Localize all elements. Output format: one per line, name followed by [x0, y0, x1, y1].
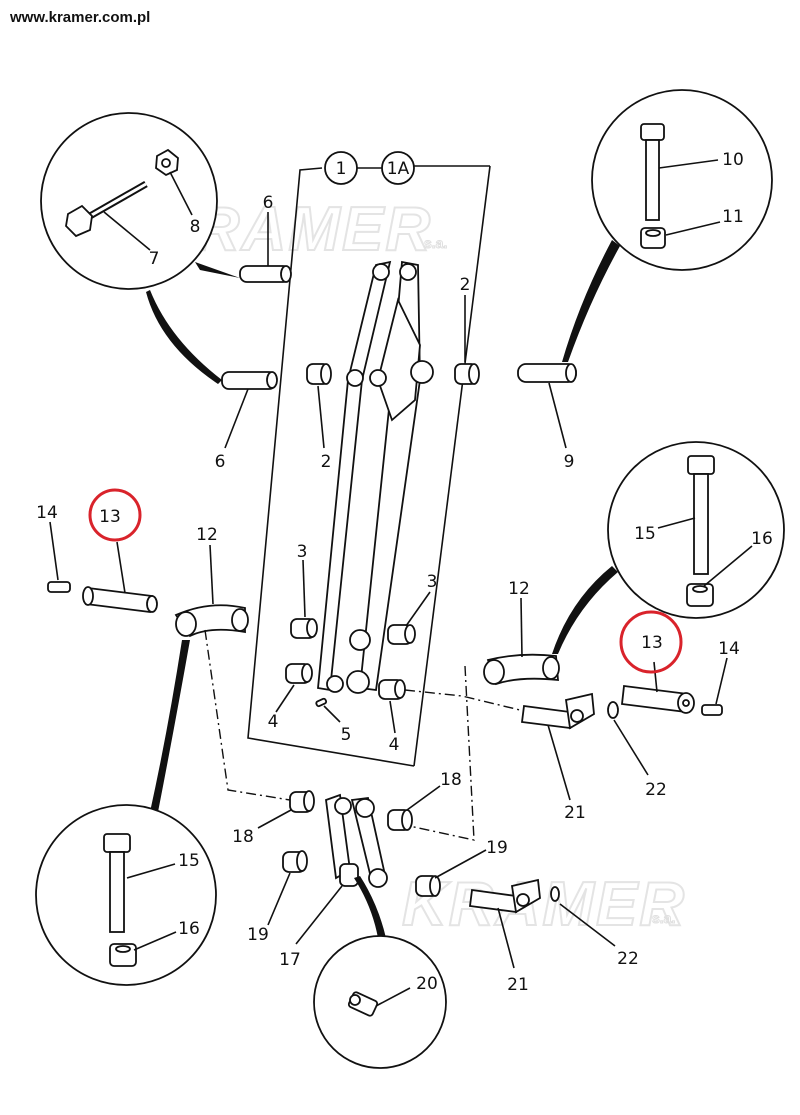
lens-pointer — [552, 566, 618, 654]
grease-nipple-20[interactable] — [347, 991, 379, 1017]
watermark-bottom: KRAMER — [402, 870, 686, 939]
washer-22-bottom[interactable] — [550, 886, 560, 902]
pin-6-top[interactable] — [239, 265, 292, 283]
label-4-left: 4 — [268, 712, 279, 732]
bushing-18-right[interactable] — [387, 809, 413, 831]
svg-text:1A: 1A — [387, 159, 410, 179]
pin-21-bottom[interactable] — [468, 878, 541, 914]
watermark-bottom-suffix: s.a. — [652, 910, 675, 926]
bushing-2-left[interactable] — [306, 363, 332, 385]
bushing-4-right[interactable] — [378, 679, 406, 700]
label-12-left: 12 — [196, 525, 218, 545]
label-9: 9 — [564, 452, 575, 472]
label-2-top: 2 — [460, 275, 471, 295]
bushing-3-right[interactable] — [387, 624, 416, 645]
bushing-19-right[interactable] — [415, 875, 441, 897]
detail-lens-20 — [313, 935, 447, 1069]
label-14-right: 14 — [718, 639, 740, 659]
nut-11[interactable] — [640, 227, 666, 249]
nut-16-right[interactable] — [686, 583, 714, 607]
label-15-right: 15 — [634, 524, 656, 544]
label-22-bottom: 22 — [617, 949, 639, 969]
label-17: 17 — [279, 950, 301, 970]
lens-pointer — [562, 240, 620, 362]
highlight-circle-13-right — [619, 610, 683, 674]
site-url[interactable]: www.kramer.com.pl — [10, 9, 151, 26]
lens-pointer — [146, 290, 222, 384]
label-14-left: 14 — [36, 503, 58, 523]
label-19-right: 19 — [486, 838, 508, 858]
link-17[interactable] — [325, 793, 388, 888]
label-19-left: 19 — [247, 925, 269, 945]
pin-5[interactable] — [315, 697, 328, 708]
label-5: 5 — [341, 725, 352, 745]
nut-8[interactable] — [155, 148, 179, 177]
link-12-left[interactable] — [174, 604, 249, 638]
detail-lens-15-16-left — [35, 804, 217, 986]
grease-nipple-14-right[interactable] — [701, 704, 723, 716]
boom-arm — [317, 260, 434, 694]
label-21-right: 21 — [564, 803, 586, 823]
bushing-18-left[interactable] — [289, 790, 315, 813]
label-3-left: 3 — [297, 542, 308, 562]
detail-lens-10-11 — [591, 89, 773, 271]
lens-pointer — [150, 640, 190, 812]
bolt-15-left[interactable] — [103, 833, 131, 933]
label-15-left: 15 — [178, 851, 200, 871]
detail-lens-7-8 — [40, 112, 218, 290]
callout-1a[interactable]: 1A — [381, 151, 415, 185]
bolt-15-right[interactable] — [687, 455, 715, 575]
pin-13-right[interactable] — [621, 684, 695, 714]
pin-21-right[interactable] — [520, 692, 595, 730]
svg-text:1: 1 — [336, 159, 347, 179]
label-8: 8 — [190, 217, 201, 237]
label-13-right[interactable]: 13 — [641, 633, 663, 653]
label-3-right: 3 — [427, 572, 438, 592]
label-11: 11 — [722, 207, 744, 227]
label-22-right: 22 — [645, 780, 667, 800]
bolt-7[interactable] — [65, 180, 148, 238]
watermark-top-suffix: s.a. — [424, 235, 447, 251]
label-6-bottom: 6 — [215, 452, 226, 472]
label-10: 10 — [722, 150, 744, 170]
lens-pointer — [354, 876, 386, 938]
pin-9[interactable] — [517, 363, 577, 383]
nut-16-left[interactable] — [109, 943, 137, 967]
highlight-circle-13-left — [88, 488, 142, 542]
bushing-4-left[interactable] — [285, 663, 313, 684]
grease-nipple-14-left[interactable] — [47, 581, 71, 593]
bushing-19-left[interactable] — [282, 850, 308, 873]
bushing-3-left[interactable] — [290, 618, 318, 639]
label-13-left[interactable]: 13 — [99, 507, 121, 527]
bushing-2-right[interactable] — [454, 363, 480, 385]
label-18-left: 18 — [232, 827, 254, 847]
label-7: 7 — [149, 249, 160, 269]
label-16-right: 16 — [751, 529, 773, 549]
label-18-right: 18 — [440, 770, 462, 790]
washer-22-right[interactable] — [607, 701, 619, 719]
label-2-bottom: 2 — [321, 452, 332, 472]
link-12-right[interactable] — [483, 653, 560, 686]
label-16-left: 16 — [178, 919, 200, 939]
lens-pointer — [195, 262, 240, 278]
assembly-frame — [247, 165, 491, 767]
pin-13-left[interactable] — [82, 586, 158, 614]
pin-6-bottom[interactable] — [221, 371, 278, 390]
callout-1[interactable]: 1 — [324, 151, 358, 185]
label-12-right: 12 — [508, 579, 530, 599]
label-4-right: 4 — [389, 735, 400, 755]
bolt-10[interactable] — [640, 123, 665, 221]
label-20: 20 — [416, 974, 438, 994]
label-6-top: 6 — [263, 193, 274, 213]
label-21-bottom: 21 — [507, 975, 529, 995]
